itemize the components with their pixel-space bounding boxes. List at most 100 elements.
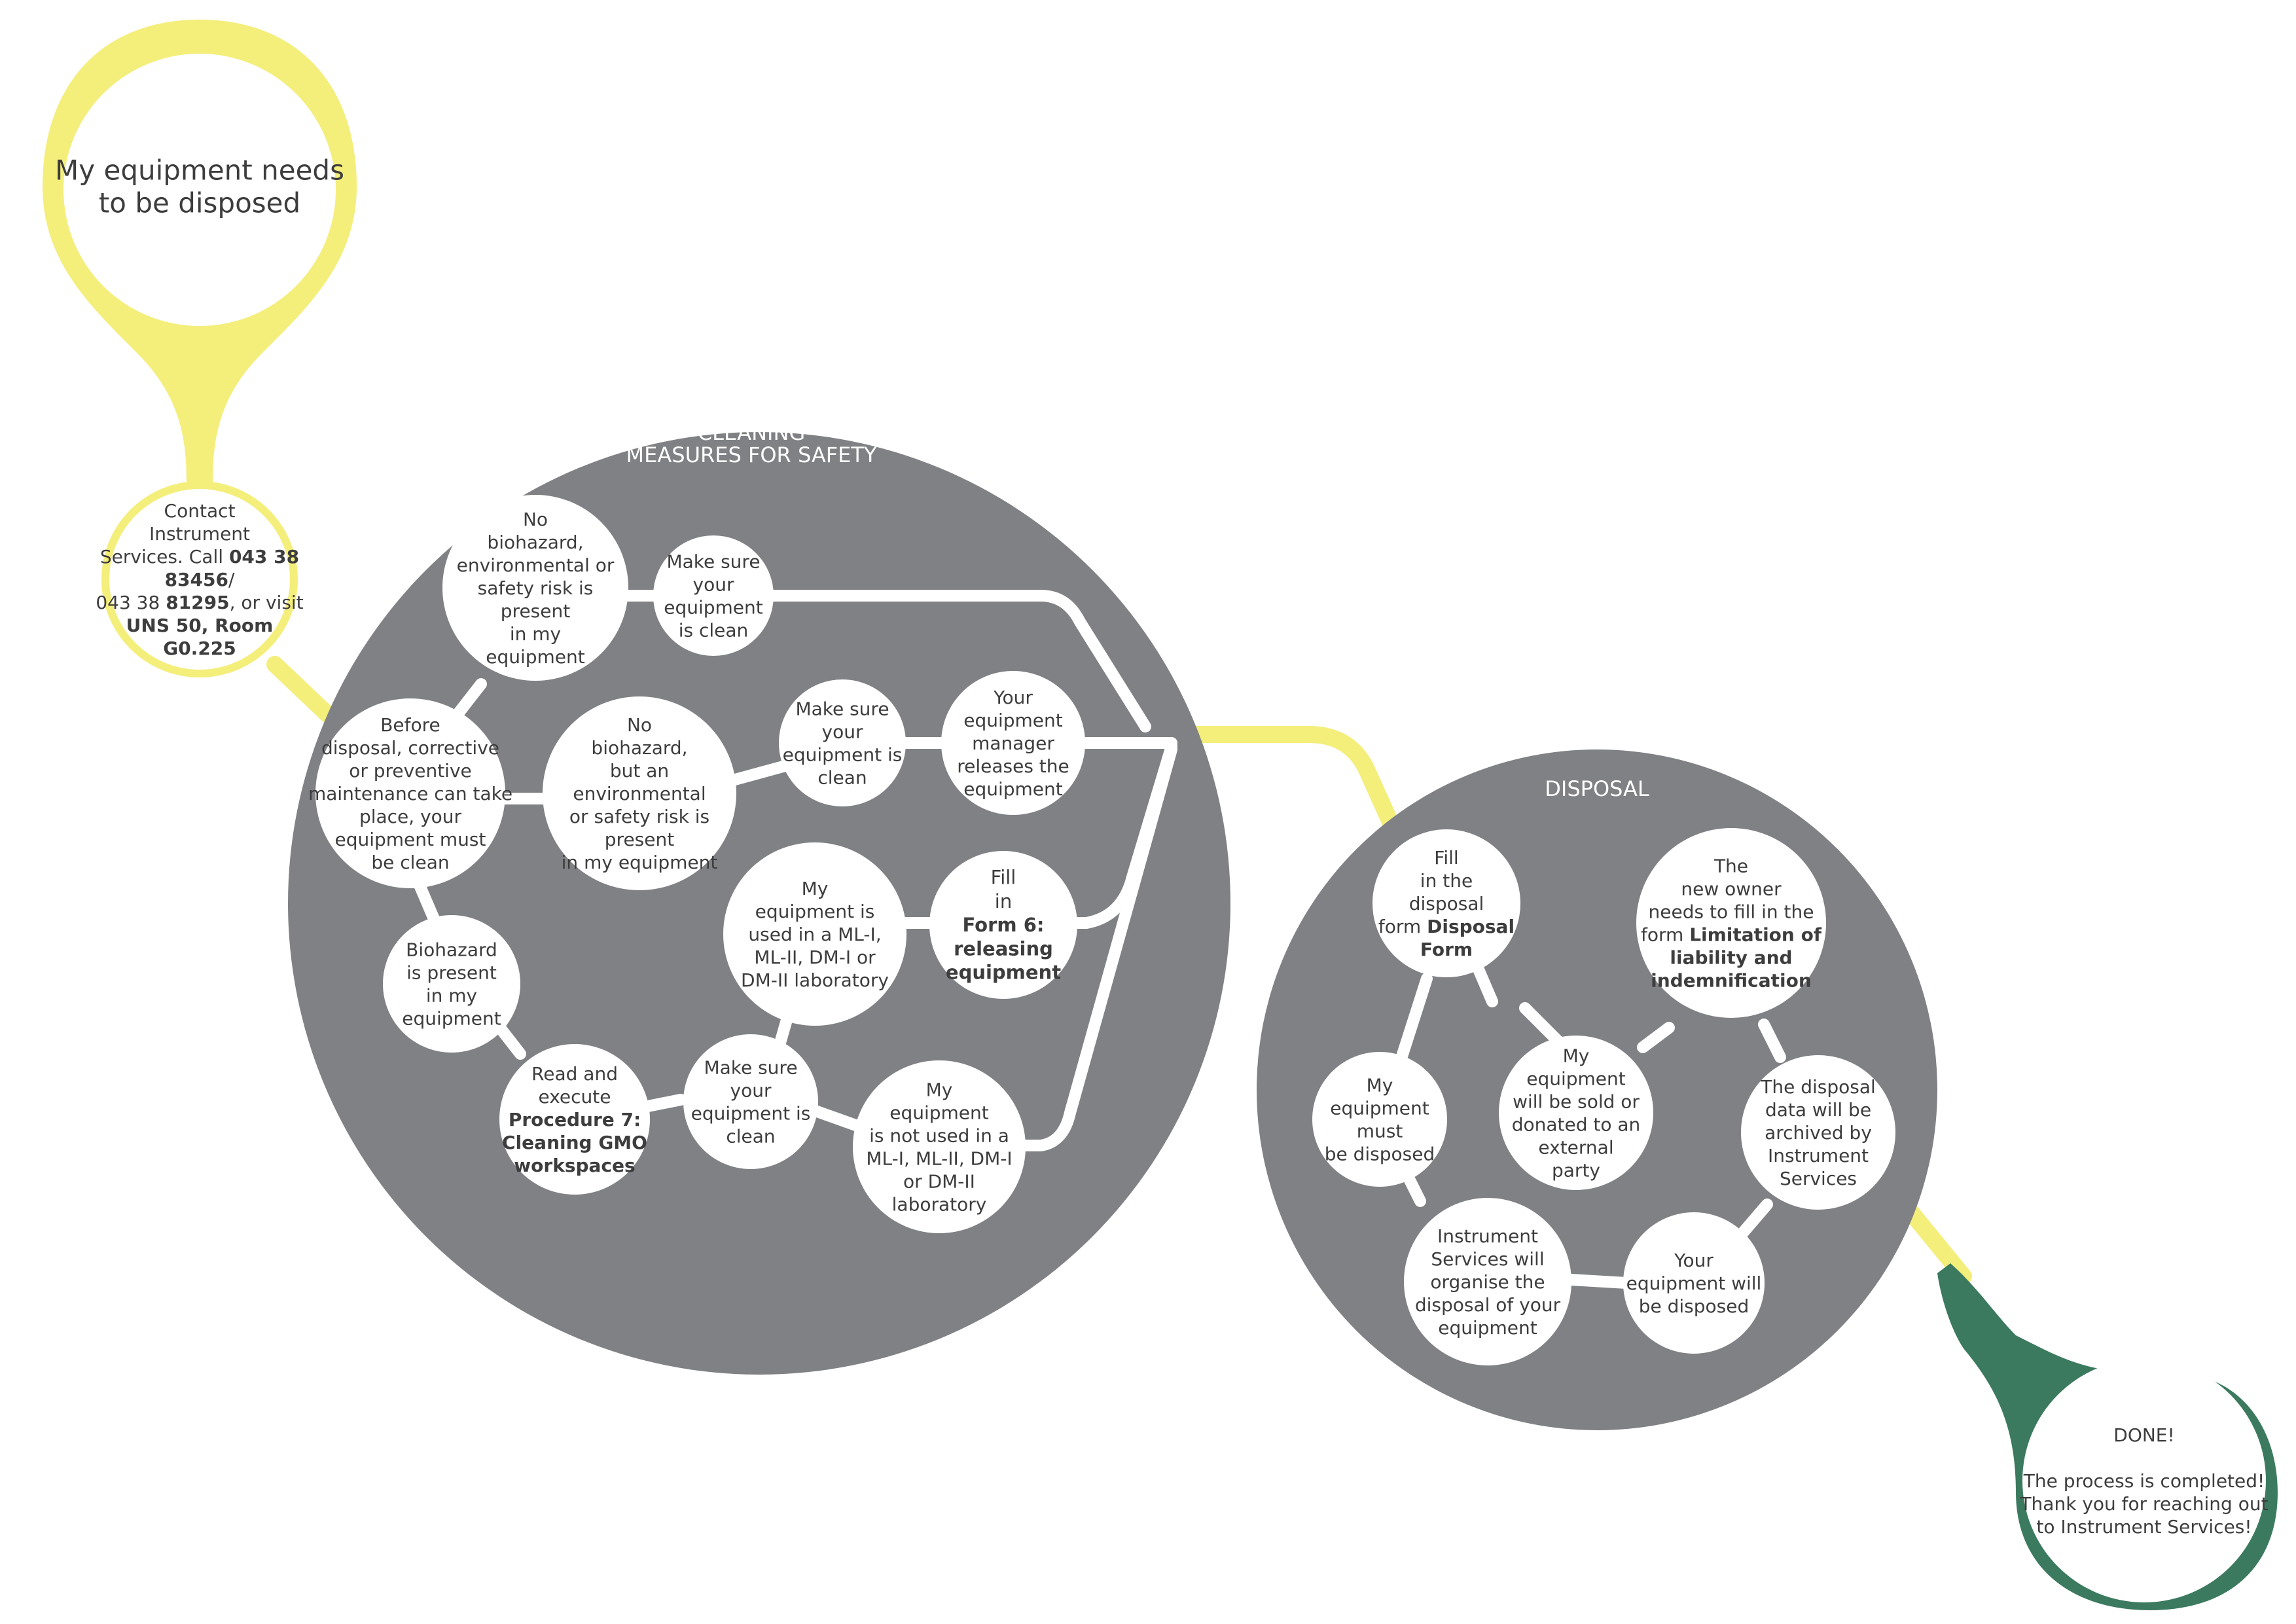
text-line: donated to an [1512,1113,1641,1135]
node-used-in-lab-circle [723,842,906,1026]
text-line: Form [1420,939,1473,960]
text-line: My [802,878,829,899]
text-line: place, your [359,806,462,827]
text-line: DISPOSAL [1545,776,1649,801]
text-line: Make sure [704,1056,797,1078]
text-line: No [627,714,652,736]
text-line: clean [817,767,867,788]
text-line: be disposed [1325,1143,1435,1164]
text-line: releases the [957,755,1069,777]
text-line: or DM-II [903,1170,975,1192]
text-line: Read and [531,1063,618,1085]
text-line: environmental [573,783,706,804]
node-will-be-disposed-circle [1623,1212,1765,1354]
text-line: must [1357,1120,1403,1142]
text-line: maintenance can take [308,783,512,804]
node-no-biohazard-env-risk-circle [543,696,736,890]
text-line: My [926,1079,953,1100]
text-line: in my [426,984,477,1006]
text-line: equipment [963,778,1063,800]
text-line: MEASURES FOR SAFETY [626,442,877,467]
node-make-sure-clean-2-circle [779,679,906,806]
node-make-sure-clean-1-circle [653,535,774,656]
node-fill-disposal-form-circle [1372,829,1520,977]
text-line: UNS 50, Room [126,615,274,636]
text-line: needs to fill in the [1649,901,1814,922]
text-line: Cleaning GMO [502,1132,647,1153]
text-line: in [995,890,1012,912]
text-line: Your [1674,1250,1713,1271]
done-inner-circle [2022,1359,2266,1602]
text-line: equipment is [691,1102,811,1124]
text-line: disposal, corrective [321,737,499,759]
text-line: My [1367,1074,1393,1096]
text-line: Instrument [1437,1225,1538,1247]
text-line: clean [726,1125,775,1147]
node-new-owner-circle [1636,828,1826,1018]
text-line: your [693,573,734,595]
disposal-connectors [1395,950,1786,1289]
text-line: 83456/ [165,569,235,590]
text-line: organise the [1430,1271,1545,1293]
text-line: Procedure 7: [509,1109,641,1130]
text-line: 043 38 81295, or visit [96,592,303,613]
text-line: form Limitation of [1641,924,1822,945]
text-line: but an [610,760,669,782]
text-line: equipment [402,1007,501,1029]
text-line: used in a ML-I, [748,924,881,945]
text-line: your [730,1079,772,1101]
text-line: ML-I, ML-II, DM-I [866,1147,1012,1169]
text-line: Form 6: [963,914,1045,936]
text-line: biohazard, [591,737,687,759]
text-line: external [1538,1136,1613,1158]
contact-inner-circle [109,489,290,670]
text-line: Instrument [149,523,250,545]
node-fill-form-6-circle [929,851,1077,999]
text-line: workspaces [514,1155,635,1176]
start-inner-circle [63,54,336,326]
text-line: to Instrument Services! [2036,1516,2251,1538]
node-organise-disposal-circle [1404,1198,1571,1365]
text-line: equipment [1438,1317,1537,1339]
text-line: Fill [1434,847,1458,869]
node-must-be-disposed-circle [1312,1052,1447,1187]
text-line: in the [1420,870,1473,892]
text-line: disposal [1409,893,1484,914]
text-line: equipment is [783,744,903,765]
node-read-procedure-7-circle [499,1044,650,1195]
text-line: My equipment needs [55,154,344,187]
text-line: The process is completed! [2023,1470,2265,1492]
text-line: Services. Call 043 38 [100,546,299,568]
text-line: equipment [664,596,763,618]
text-line: or safety risk is [569,806,709,827]
text-line: data will be [1765,1099,1871,1121]
text-line: Services [1780,1168,1857,1189]
text-line: equipment [1526,1068,1626,1089]
text-line: present [501,600,570,622]
text-line: liability and [1670,947,1792,968]
text-line: party [1552,1159,1600,1181]
node-archived-circle [1741,1055,1895,1210]
disposal-section-title: DISPOSAL [1545,776,1649,801]
